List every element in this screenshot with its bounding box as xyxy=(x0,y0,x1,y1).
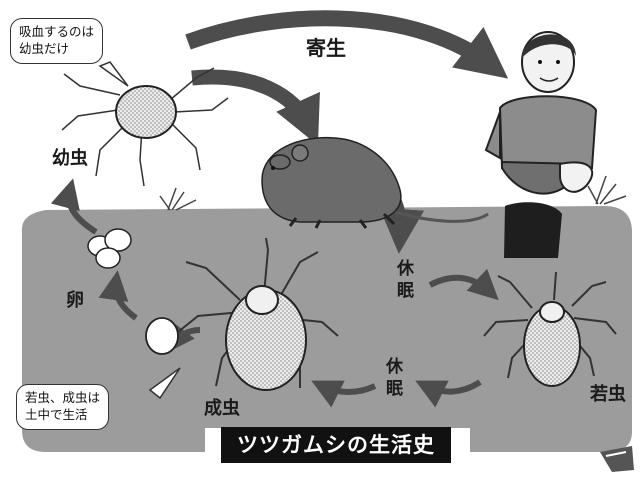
larva-note-line-2: 幼虫だけ xyxy=(19,40,70,56)
larva-bubble-tail xyxy=(98,61,129,87)
dormancy-to-nymph-arrow xyxy=(428,268,499,301)
soil-note-bubble: 若虫、成虫は 土中で生活 xyxy=(16,384,110,430)
corner-mark-icon xyxy=(600,446,634,472)
larva-label: 幼虫 xyxy=(52,148,88,169)
larva-note-line-1: 吸血するのは xyxy=(19,24,95,39)
soil-note-line-2: 土中で生活 xyxy=(25,406,88,422)
grass-tuft-left xyxy=(159,187,197,211)
single-egg-illustration xyxy=(145,317,179,355)
soil-area xyxy=(21,206,633,452)
nymph-mite-illustration xyxy=(483,271,617,387)
man-illustration xyxy=(484,31,598,258)
dormancy-upper-label: 休 眠 xyxy=(397,259,414,302)
egg-to-larva-arrow xyxy=(50,178,98,235)
larva-to-rat-arrow xyxy=(191,69,320,146)
egg-cluster-illustration xyxy=(87,228,132,269)
soil-note-line-1: 若虫、成虫は xyxy=(25,390,101,405)
parasitism-label: 寄生 xyxy=(306,36,346,60)
adult-label: 成虫 xyxy=(204,398,240,419)
egg-to-egg-arrow xyxy=(98,270,138,321)
nymph-label: 若虫 xyxy=(590,384,626,405)
nymph-to-dormancy-arrow xyxy=(415,379,482,408)
larva-note-bubble: 吸血するのは 幼虫だけ xyxy=(10,18,104,64)
diagram-title: ツツガムシの生活史 xyxy=(221,427,451,463)
dormancy-lower-label: 休 眠 xyxy=(386,357,403,400)
grass-tuft-right xyxy=(587,175,627,205)
adult-mite-illustration xyxy=(177,237,339,391)
dormancy-to-adult-arrow xyxy=(311,380,377,408)
egg-label: 卵 xyxy=(66,290,84,311)
parasitism-arrow xyxy=(185,10,509,79)
rat-illustration xyxy=(261,136,489,229)
soil-bubble-tail xyxy=(148,367,181,400)
larva-mite-illustration xyxy=(61,67,229,187)
